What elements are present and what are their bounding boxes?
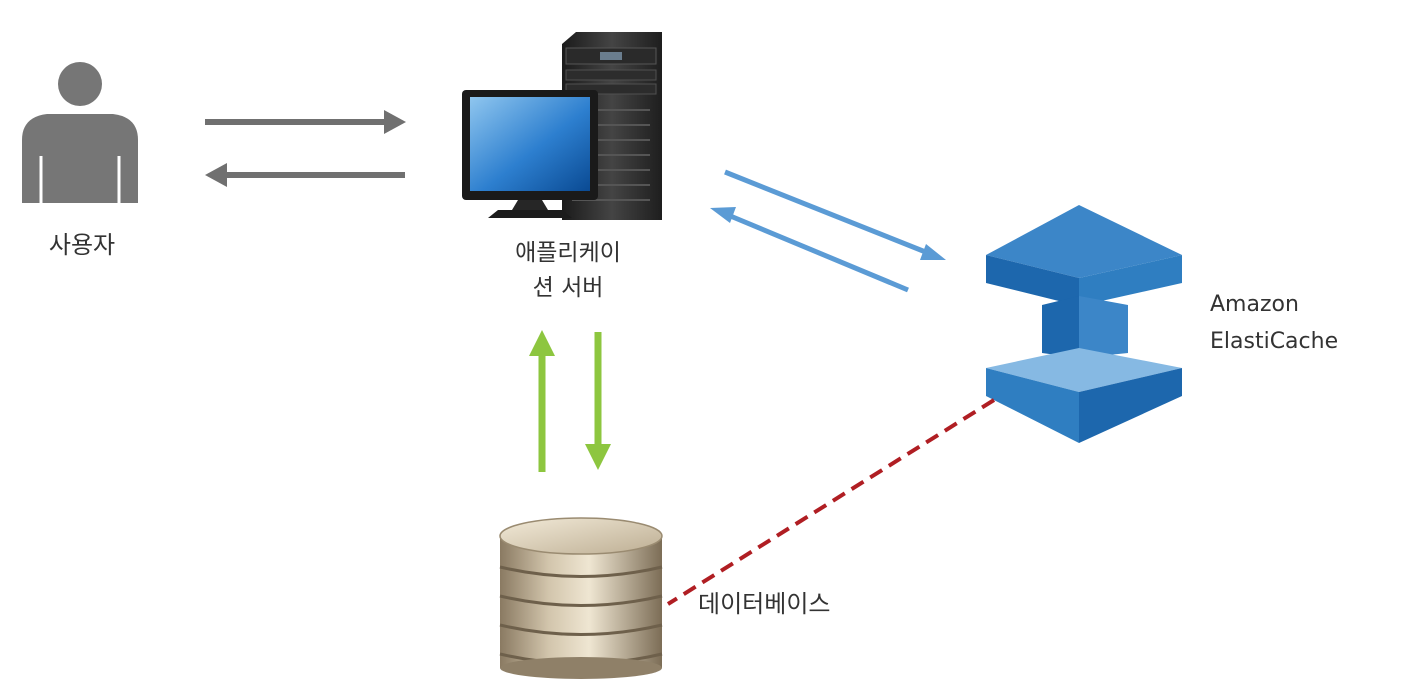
application-server-icon [462, 32, 662, 220]
elasticache-icon [986, 205, 1182, 443]
user-icon [22, 62, 138, 203]
arrow-left-icon [205, 163, 405, 187]
arrow-up-icon [529, 330, 555, 472]
arrow-down-icon [585, 332, 611, 470]
application-server-label-line1: 애플리케이 [515, 240, 621, 266]
server-database-arrows [529, 330, 611, 472]
database-label: 데이터베이스 [698, 590, 830, 618]
cache-database-dashed-link [666, 398, 996, 606]
application-server-label-line2: 션 서버 [533, 275, 604, 301]
user-server-arrows [205, 110, 406, 187]
database-icon [499, 517, 663, 679]
elasticache-label-line1: Amazon [1210, 292, 1299, 317]
server-cache-arrows [710, 169, 946, 293]
arrow-right-icon [205, 110, 406, 134]
arrow-to-cache-icon [724, 169, 946, 260]
user-label: 사용자 [49, 231, 115, 259]
arrow-from-cache-icon [710, 207, 909, 293]
elasticache-label-line2: ElastiCache [1210, 329, 1338, 354]
